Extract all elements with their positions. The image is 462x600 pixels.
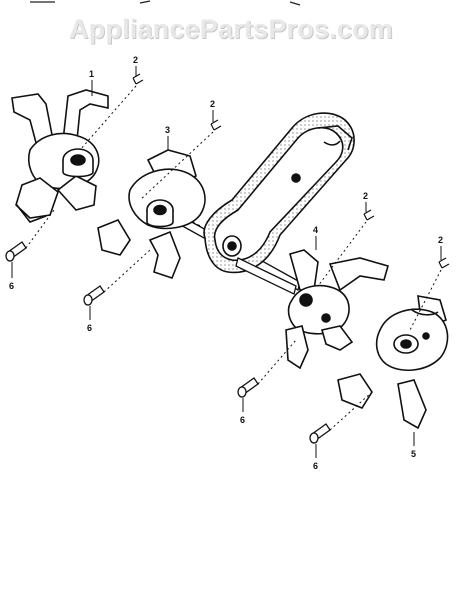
right-shaft — [235, 257, 297, 295]
callout-4: 4 — [313, 225, 318, 235]
watermark: AppliancePartsPros.com — [68, 14, 393, 44]
callout-2b: 2 — [210, 99, 215, 109]
callout-5: 5 — [411, 449, 416, 459]
callout-6c: 6 — [240, 415, 245, 425]
bolts — [5, 241, 331, 444]
top-edge-fragments — [30, 0, 301, 6]
transmission-housing — [203, 112, 355, 274]
tine-assembly-1 — [11, 89, 109, 223]
callout-2d: 2 — [438, 235, 443, 245]
callout-6d: 6 — [313, 461, 318, 471]
callout-6b: 6 — [87, 323, 92, 333]
tine-assembly-4 — [285, 249, 389, 370]
leader-lines — [11, 66, 442, 458]
callout-2c: 2 — [363, 191, 368, 201]
callout-6a: 6 — [9, 281, 14, 291]
tine-assembly-5 — [337, 295, 449, 430]
callout-3: 3 — [165, 125, 170, 135]
callout-1: 1 — [89, 69, 94, 79]
tine-assembly-3 — [97, 149, 206, 279]
callout-2a: 2 — [133, 55, 138, 65]
hairpin-clips — [132, 73, 450, 269]
